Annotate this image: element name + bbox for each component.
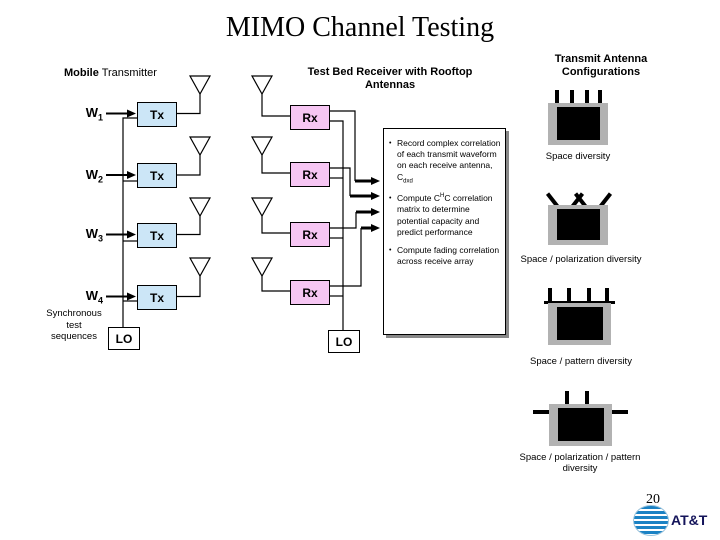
tx-box-1: Tx [137, 102, 177, 127]
config-space-polarization-diversity [545, 189, 613, 245]
rx-box-3: Rx [290, 222, 330, 247]
w3-label: W3 [85, 226, 103, 244]
configurations-header: Transmit Antenna Configurations [530, 53, 672, 79]
page-number: 20 [646, 492, 660, 507]
antenna-element-icon [565, 391, 569, 405]
att-globe-logo-icon [633, 505, 669, 536]
testbed-receiver-header-line1: Test Bed Receiver with Rooftop [307, 66, 473, 78]
mobile-transmitter-header-rest: Transmitter [98, 67, 157, 79]
antenna-array-box [548, 303, 611, 345]
antenna-array-box [549, 404, 612, 446]
analysis-bullet-2: • Compute CHC correlation matrix to dete… [389, 193, 493, 237]
config-caption-2: Space / polarization diversity [520, 254, 642, 265]
antenna-element-icon [605, 288, 609, 302]
antenna-element-icon [612, 410, 628, 414]
tx-box-4: Tx [137, 285, 177, 310]
synchronous-note-line1: Synchronous [46, 308, 102, 319]
analysis-box: • Record complex correlation of each tra… [383, 128, 506, 335]
antenna-array-box [548, 103, 608, 145]
synchronous-note: Synchronous test sequences [36, 308, 112, 343]
testbed-receiver-header-line2: Antennas [364, 78, 416, 91]
antenna-element-icon [548, 288, 552, 302]
antenna-array-aperture [557, 209, 600, 240]
rx-box-1: Rx [290, 105, 330, 130]
w-input-arrows [106, 109, 136, 301]
bullet-icon: • [389, 247, 392, 255]
antenna-element-icon [555, 90, 559, 104]
antenna-element-icon [567, 288, 571, 302]
w4-label: W4 [85, 288, 103, 306]
analysis-bullet-3: • Compute fading correlation across rece… [389, 245, 500, 267]
antenna-element-icon [585, 90, 589, 104]
antenna-element-icon [533, 410, 549, 414]
rx-antennas [250, 75, 290, 292]
tx-lo-box: LO [108, 327, 140, 350]
w2-label: W2 [85, 167, 103, 185]
rx-output-lines [328, 110, 362, 287]
rx-box-4: Rx [290, 280, 330, 305]
config-space-diversity [548, 90, 608, 145]
config-caption-4: Space / polarization / pattern diversity [519, 452, 641, 475]
tx-box-2: Tx [137, 163, 177, 188]
antenna-array-aperture [557, 107, 600, 140]
antenna-array-box [548, 205, 608, 245]
config-space-polarization-pattern-diversity [533, 391, 628, 446]
antenna-element-icon [585, 391, 589, 405]
mobile-transmitter-header: Mobile Transmitter [64, 67, 204, 80]
tx-box-3: Tx [137, 223, 177, 248]
bullet-icon: • [389, 140, 392, 147]
antenna-array-aperture [557, 307, 603, 340]
rx-lo-box: LO [328, 330, 360, 353]
tx-antennas [175, 75, 212, 298]
config-caption-1: Space diversity [545, 151, 611, 162]
configurations-header-line2: Configurations [561, 65, 641, 78]
slide-title: MIMO Channel Testing [225, 12, 495, 43]
antenna-element-icon [570, 90, 574, 104]
antenna-array-aperture [558, 408, 604, 441]
rx-box-2: Rx [290, 162, 330, 187]
mobile-transmitter-header-bold: Mobile [64, 67, 99, 79]
config-caption-3: Space / pattern diversity [530, 356, 632, 367]
bullet-icon: • [389, 195, 392, 203]
antenna-element-icon [587, 288, 591, 302]
synchronous-note-line3: sequences [51, 331, 97, 343]
analysis-bullet-1: • Record complex correlation of each tra… [389, 138, 501, 185]
w1-label: W1 [85, 105, 103, 123]
tx-lo-bus [122, 117, 137, 327]
antenna-element-icon [598, 90, 602, 104]
antenna-rail-icon [544, 301, 615, 304]
testbed-receiver-header: Test Bed Receiver with Rooftop Antennas [300, 66, 480, 92]
att-wordmark: AT&T [671, 512, 708, 528]
synchronous-note-line2: test [66, 319, 82, 331]
rx-output-arrows [350, 177, 380, 232]
configurations-header-line1: Transmit Antenna [554, 53, 648, 65]
config-space-pattern-diversity [544, 288, 615, 345]
rx-lo-bus [328, 120, 344, 330]
